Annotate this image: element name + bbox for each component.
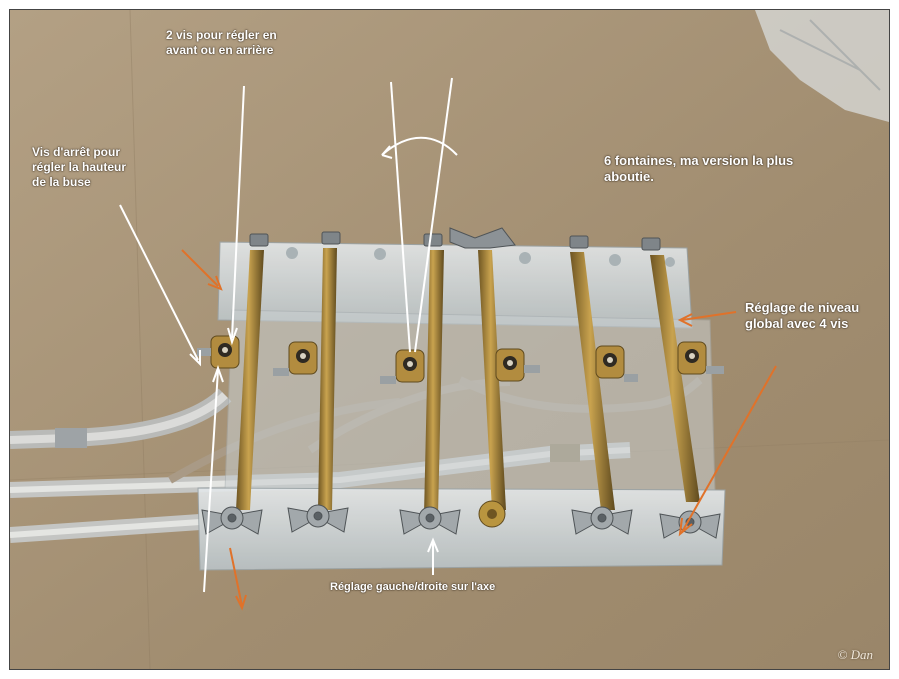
annotation-stop-screw: Vis d'arrêt pour régler la hauteur de la… bbox=[32, 145, 127, 189]
hose-tube-highlight bbox=[10, 519, 201, 538]
plastic-bag bbox=[755, 10, 889, 122]
plastic-bag-crease bbox=[779, 19, 881, 91]
photo-frame: 2 vis pour régler en avant ou en arrière… bbox=[9, 9, 890, 670]
annotation-six-fountains: 6 fontaines, ma version la plus aboutie. bbox=[604, 153, 794, 185]
acrylic-front-bar bbox=[197, 487, 726, 571]
white-arrows bbox=[119, 77, 458, 593]
annotation-left-right-adjust: Réglage gauche/droite sur l'axe bbox=[330, 581, 496, 593]
acrylic-base-plate bbox=[224, 309, 716, 491]
cardboard-crease bbox=[129, 10, 151, 669]
annotation-forward-back-screws: 2 vis pour régler en avant ou en arrière bbox=[166, 28, 277, 57]
brass-rods bbox=[236, 248, 700, 515]
annotation-level-adjust: Réglage de niveau global avec 4 vis bbox=[745, 300, 860, 332]
watermark: © Dan bbox=[837, 647, 873, 662]
front-brass-nut bbox=[478, 500, 506, 528]
top-wingnut bbox=[449, 227, 516, 249]
fountain-jig-photo bbox=[10, 10, 889, 669]
top-plate-holes bbox=[286, 247, 675, 267]
top-bolts bbox=[249, 231, 661, 251]
orange-arrows bbox=[181, 249, 777, 611]
hose-fitting bbox=[55, 428, 87, 448]
